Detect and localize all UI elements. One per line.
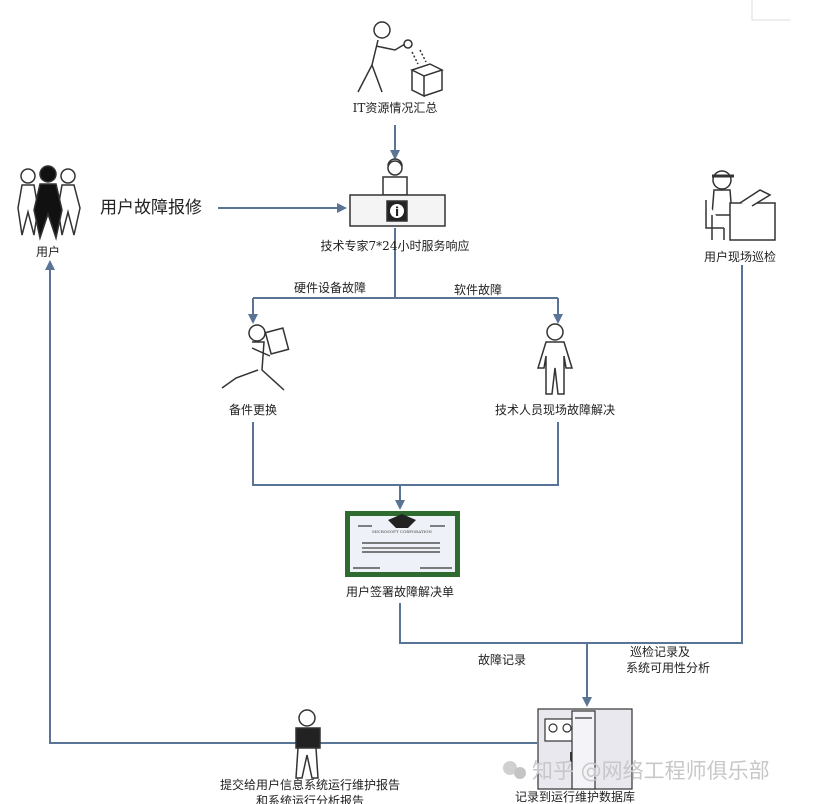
report-label-1: 提交给用户信息系统运行维护报告	[220, 777, 400, 792]
software-fault-label: 软件故障	[454, 282, 502, 297]
sign-form-label: 用户签署故障解决单	[346, 584, 454, 599]
inspection-worker-icon	[705, 170, 776, 241]
user-report-label: 用户故障报修	[100, 198, 202, 218]
inspection-record-label-2: 系统可用性分析	[626, 661, 710, 675]
service-desk-label: 技术专家7*24小时服务响应	[321, 238, 470, 253]
hardware-fault-label: 硬件设备故障	[294, 280, 366, 295]
certificate-text: MICROSOFT CORPORATION	[372, 529, 432, 534]
watermark: 知乎 @网络工程师俱乐部	[503, 759, 770, 783]
certificate-icon: MICROSOFT CORPORATION	[345, 511, 460, 577]
watermark-text: 知乎 @网络工程师俱乐部	[532, 759, 770, 783]
help-desk-icon: i	[349, 158, 446, 227]
fault-record-label: 故障记录	[478, 652, 526, 667]
report-label-2: 和系统运行分析报告	[256, 793, 364, 804]
tech-onsite-label: 技术人员现场故障解决	[495, 402, 615, 417]
line-records	[399, 265, 743, 644]
users-group-icon	[17, 165, 81, 241]
arrow-report-to-users	[45, 260, 537, 744]
database-server-icon	[537, 708, 633, 790]
technician-icon	[536, 323, 574, 395]
it-summary-person-icon	[357, 21, 444, 98]
report-carrier-icon	[295, 709, 321, 779]
onsite-inspection-label: 用户现场巡检	[704, 249, 776, 264]
connectors	[45, 125, 743, 744]
inspection-record-label-1: 巡检记录及	[630, 644, 690, 659]
record-db-label: 记录到运行维护数据库	[515, 789, 635, 804]
corner-artifact	[751, 0, 790, 21]
svg-text:i: i	[395, 205, 399, 219]
spare-part-carrier-icon	[221, 324, 290, 391]
users-label: 用户	[36, 244, 60, 259]
it-summary-label: IT资源情况汇总	[353, 101, 438, 115]
line-merge	[252, 422, 559, 486]
spare-replace-label: 备件更换	[229, 403, 277, 417]
